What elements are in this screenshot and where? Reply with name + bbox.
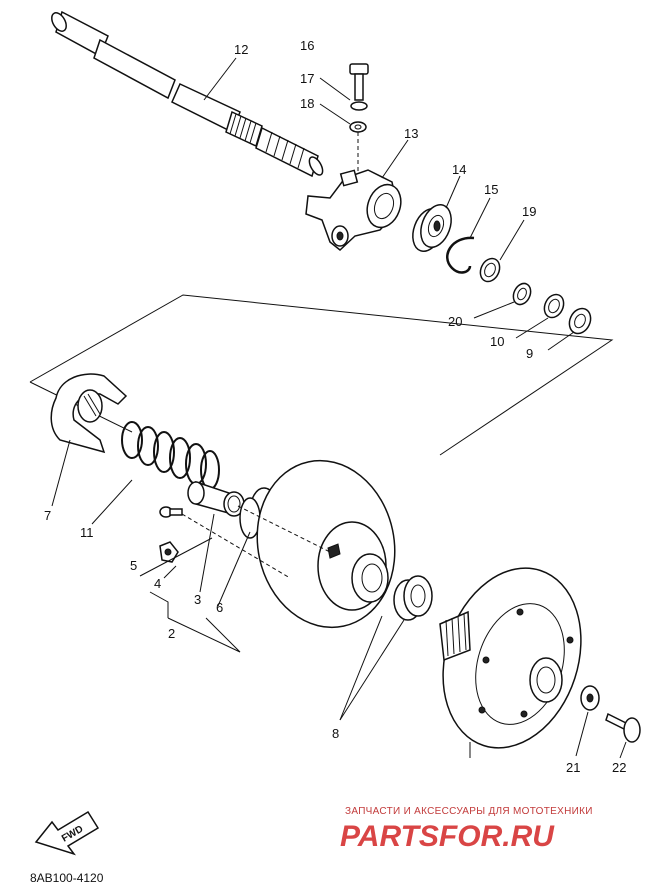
callout-3: 3 bbox=[194, 592, 201, 607]
oil-seal-part-8a bbox=[393, 575, 433, 621]
callout-10: 10 bbox=[490, 334, 504, 349]
callout-18: 18 bbox=[300, 96, 314, 111]
callout-9: 9 bbox=[526, 346, 533, 361]
watermark: ЗАПЧАСТИ И АКСЕССУАРЫ ДЛЯ МОТОТЕХНИКИ PA… bbox=[340, 806, 593, 853]
drawing-code: 8AB100-4120 bbox=[30, 871, 104, 885]
spring-seat-part-7 bbox=[50, 373, 128, 454]
callout-8: 8 bbox=[332, 726, 339, 741]
callout-2: 2 bbox=[168, 626, 175, 641]
watermark-tagline: ЗАПЧАСТИ И АКСЕССУАРЫ ДЛЯ МОТОТЕХНИКИ bbox=[345, 806, 593, 817]
callout-5: 5 bbox=[130, 558, 137, 573]
washer-part-9 bbox=[568, 307, 592, 335]
callout-22: 22 bbox=[612, 760, 626, 775]
circlip-part-10 bbox=[543, 293, 565, 319]
jackshaft-part-12 bbox=[51, 10, 324, 178]
washer-part-17 bbox=[350, 101, 368, 111]
collar-part-3 bbox=[187, 480, 245, 517]
callout-14: 14 bbox=[452, 162, 466, 177]
bearing-part-14 bbox=[412, 204, 452, 252]
callout-17: 17 bbox=[300, 71, 314, 86]
leader-lines bbox=[51, 57, 627, 759]
washer-part-20 bbox=[512, 282, 532, 306]
bolt-part-16 bbox=[349, 63, 369, 101]
callout-20: 20 bbox=[448, 314, 462, 329]
callout-19: 19 bbox=[522, 204, 536, 219]
circlip-part-19 bbox=[479, 257, 501, 283]
forward-arrow-icon: FWD bbox=[34, 810, 100, 856]
callout-7: 7 bbox=[44, 508, 51, 523]
nut-part-4 bbox=[159, 541, 179, 563]
callout-21: 21 bbox=[566, 760, 580, 775]
callout-4: 4 bbox=[154, 576, 161, 591]
washer-part-18 bbox=[349, 121, 367, 133]
bolt-part-22 bbox=[605, 712, 641, 743]
callout-15: 15 bbox=[484, 182, 498, 197]
callout-16: 16 bbox=[300, 38, 314, 53]
assembly-frame bbox=[29, 294, 614, 456]
secondary-sliding-sheave bbox=[256, 459, 396, 629]
circlip-part-15 bbox=[446, 236, 475, 274]
washer-part-21 bbox=[580, 685, 600, 711]
callout-11: 11 bbox=[80, 525, 94, 540]
callout-12: 12 bbox=[234, 42, 248, 57]
watermark-brand: PARTSFOR.RU bbox=[340, 820, 555, 853]
bolt-part-5 bbox=[159, 506, 183, 518]
callout-13: 13 bbox=[404, 126, 418, 141]
bearing-holder-part-13 bbox=[305, 169, 402, 251]
secondary-fixed-sheave bbox=[439, 567, 582, 749]
spring-part-11 bbox=[121, 421, 220, 490]
callout-labels: 12 16 17 18 13 14 15 19 20 10 9 7 11 5 4… bbox=[44, 38, 626, 775]
callout-6: 6 bbox=[216, 600, 223, 615]
